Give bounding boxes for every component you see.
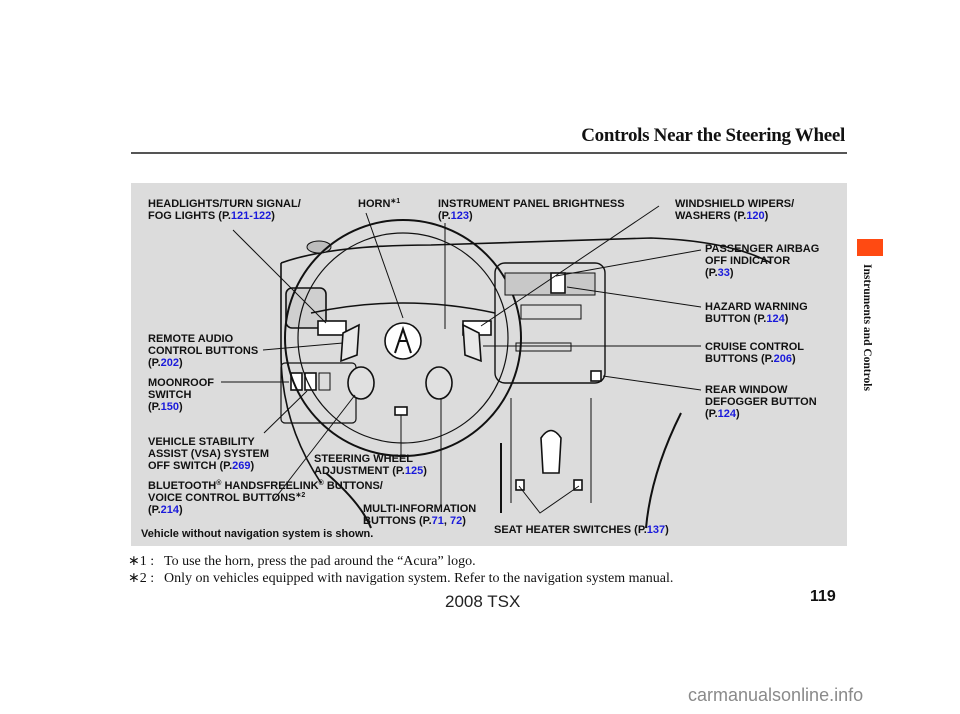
page-ref-link[interactable]: 124 xyxy=(717,408,736,420)
defogger-button-icon xyxy=(590,370,602,382)
label-seat-heater: SEAT HEATER SWITCHES (P.137) xyxy=(494,524,669,536)
right-seat-heater-icon xyxy=(573,479,583,491)
label-headlights: HEADLIGHTS/TURN SIGNAL/ FOG LIGHTS (P.12… xyxy=(148,198,301,222)
remote-audio-buttons-icon xyxy=(340,323,360,363)
footnote-text: Only on vehicles equipped with navigatio… xyxy=(164,571,674,586)
page-ref-link[interactable]: 269 xyxy=(232,460,251,472)
footnote-ref: ∗2 xyxy=(295,492,306,499)
page-ref-link[interactable]: 33 xyxy=(717,267,730,279)
footnotes: ∗1 : To use the horn, press the pad arou… xyxy=(128,553,673,587)
label-airbag-indicator: PASSENGER AIRBAG OFF INDICATOR (P.33) xyxy=(705,243,820,279)
label-hazard: HAZARD WARNING BUTTON (P.124) xyxy=(705,301,808,325)
audio-display xyxy=(520,304,582,320)
label-bluetooth: BLUETOOTH® HANDSFREELINK® BUTTONS/ VOICE… xyxy=(148,480,383,516)
label-horn: HORN∗1 xyxy=(358,198,401,210)
label-wipers: WINDSHIELD WIPERS/ WASHERS (P.120) xyxy=(675,198,795,222)
model-label: 2008 TSX xyxy=(445,592,521,611)
label-cruise: CRUISE CONTROL BUTTONS (P.206) xyxy=(705,341,804,365)
title-divider xyxy=(131,152,847,154)
footnote-mark: ∗1 : xyxy=(128,554,155,569)
footnote-mark: ∗2 : xyxy=(128,571,155,586)
vsa-switch-icon xyxy=(304,372,317,391)
footnote-item: ∗1 : To use the horn, press the pad arou… xyxy=(128,553,673,570)
page-ref-link[interactable]: 137 xyxy=(646,524,666,536)
dashboard-illustration xyxy=(221,205,772,529)
dashboard-figure: HEADLIGHTS/TURN SIGNAL/ FOG LIGHTS (P.12… xyxy=(131,183,847,546)
label-vsa: VEHICLE STABILITY ASSIST (VSA) SYSTEM OF… xyxy=(148,436,270,472)
acura-logo-icon xyxy=(394,325,412,354)
page-number: 119 xyxy=(810,588,836,605)
label-multi-information: MULTI-INFORMATION BUTTONS (P.71, 72) xyxy=(363,503,477,527)
footnote-ref: ∗1 xyxy=(390,198,401,205)
leader-lines xyxy=(221,205,702,514)
label-steering-adjustment: STEERING WHEEL ADJUSTMENT (P.125) xyxy=(314,453,427,477)
bluetooth-buttons-icon xyxy=(347,366,375,400)
label-defogger: REAR WINDOW DEFOGGER BUTTON (P.124) xyxy=(705,384,817,420)
dashboard-outline xyxy=(280,237,772,264)
section-tab-label: Instruments and Controls xyxy=(861,264,873,391)
cruise-buttons-icon xyxy=(462,323,482,363)
page-ref-link[interactable]: 121-122 xyxy=(230,210,272,222)
label-remote-audio: REMOTE AUDIO CONTROL BUTTONS (P.202) xyxy=(148,333,259,369)
page-ref-link[interactable]: 202 xyxy=(160,357,179,369)
hazard-button-icon xyxy=(550,272,566,294)
left-paddle-icon xyxy=(317,320,347,336)
watermark: carmanualsonline.info xyxy=(688,685,864,705)
page-ref-link[interactable]: 120 xyxy=(746,210,765,222)
figure-caption: Vehicle without navigation system is sho… xyxy=(141,528,374,540)
steering-wheel-rim xyxy=(284,219,522,457)
page-ref-link[interactable]: 123 xyxy=(450,210,469,222)
page-ref-link[interactable]: 72 xyxy=(450,515,463,527)
section-tab-marker xyxy=(857,239,883,256)
shift-lever-icon xyxy=(540,429,562,474)
center-console xyxy=(494,262,606,384)
page-ref-link[interactable]: 124 xyxy=(766,313,785,325)
footnote-text: To use the horn, press the pad around th… xyxy=(164,554,476,569)
page-ref-link[interactable]: 214 xyxy=(160,504,179,516)
label-instrument-brightness: INSTRUMENT PANEL BRIGHTNESS (P.123) xyxy=(438,198,625,222)
label-moonroof: MOONROOF SWITCH (P.150) xyxy=(148,377,214,413)
steering-adjust-lever-icon xyxy=(394,406,408,416)
page-title: Controls Near the Steering Wheel xyxy=(581,125,845,146)
left-vent-icon xyxy=(285,287,327,329)
multi-info-buttons-icon xyxy=(425,366,453,400)
page-ref-link[interactable]: 206 xyxy=(773,353,793,365)
footnote-item: ∗2 : Only on vehicles equipped with navi… xyxy=(128,570,673,587)
page-ref-link[interactable]: 125 xyxy=(404,465,424,477)
page-ref-link[interactable]: 71 xyxy=(431,515,444,527)
page-ref-link[interactable]: 150 xyxy=(160,401,179,413)
left-seat-heater-icon xyxy=(515,479,525,491)
